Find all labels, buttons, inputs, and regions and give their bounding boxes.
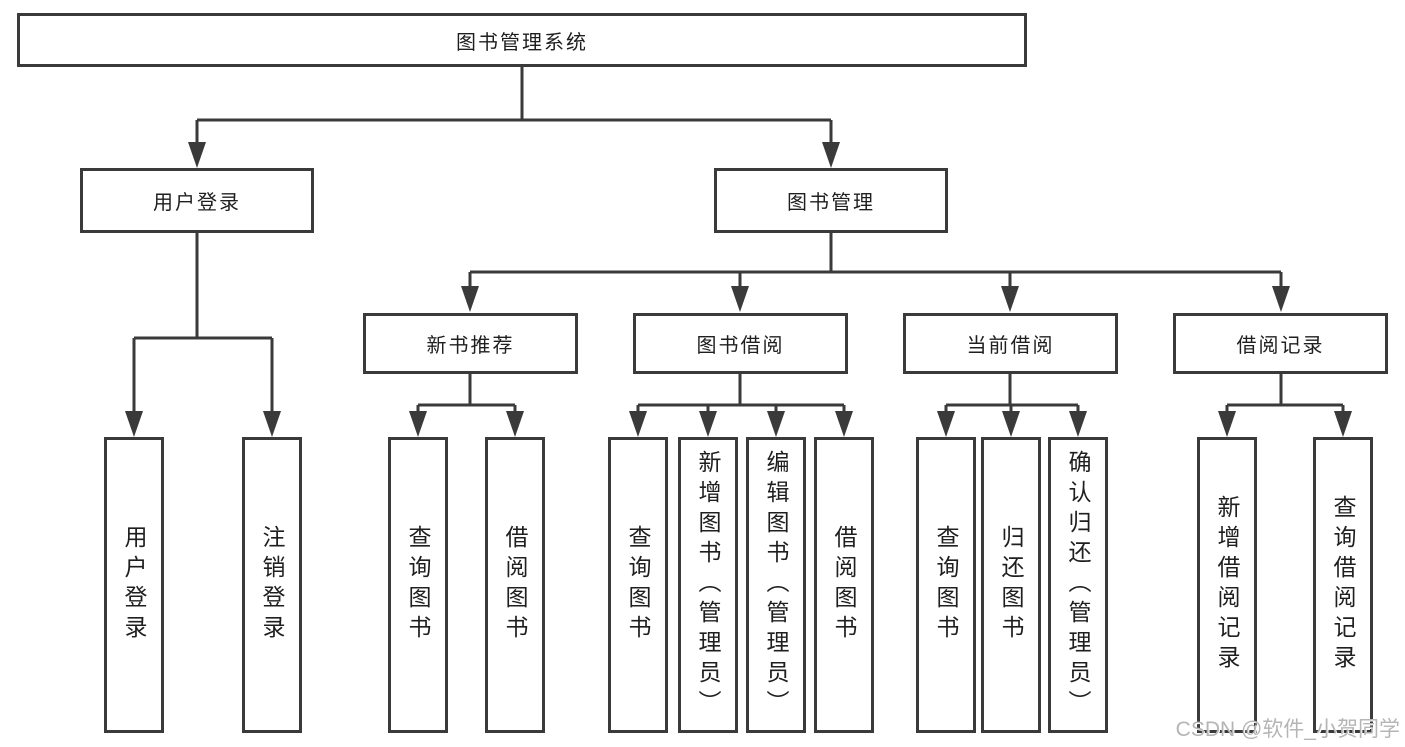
csdn-watermark: CSDN @软件_小贺同学 — [1175, 718, 1400, 741]
leaf-label: 注销登录 — [259, 525, 285, 645]
leaf-query-books-recommend: 查询图书 — [388, 437, 448, 733]
node-label: 借阅记录 — [1236, 335, 1325, 357]
leaf-label: 借阅图书 — [502, 525, 528, 645]
leaf-label: 查询图书 — [625, 525, 651, 645]
leaf-label: 归还图书 — [998, 525, 1024, 645]
leaf-label: 新增图书（管理员） — [695, 450, 721, 720]
node-label: 图书管理系统 — [456, 31, 588, 54]
leaf-label: 确认归还（管理员） — [1065, 450, 1091, 720]
node-new-book-recommend: 新书推荐 — [363, 313, 578, 374]
node-library-management-system: 图书管理系统 — [17, 13, 1027, 67]
leaf-confirm-return-admin: 确认归还（管理员） — [1048, 437, 1108, 733]
leaf-label: 用户登录 — [121, 525, 147, 645]
node-user-login: 用户登录 — [80, 168, 314, 233]
leaf-query-borrow-record: 查询借阅记录 — [1313, 437, 1373, 733]
tree-edges — [132, 67, 1345, 413]
node-label: 用户登录 — [153, 192, 241, 214]
leaf-return-books: 归还图书 — [981, 437, 1041, 733]
leaf-edit-book-admin: 编辑图书（管理员） — [746, 437, 806, 733]
leaf-label: 编辑图书（管理员） — [763, 450, 789, 720]
node-label: 图书管理 — [787, 192, 875, 214]
leaf-label: 查询图书 — [933, 525, 959, 645]
leaf-add-book-admin: 新增图书（管理员） — [678, 437, 738, 733]
arrowheads — [125, 142, 1352, 437]
node-label: 新书推荐 — [426, 335, 515, 357]
node-book-borrowing: 图书借阅 — [633, 313, 848, 374]
node-current-borrowing: 当前借阅 — [903, 313, 1118, 374]
leaf-user-login: 用户登录 — [104, 437, 164, 733]
leaf-label: 新增借阅记录 — [1214, 495, 1240, 675]
node-label: 当前借阅 — [966, 335, 1055, 357]
node-label: 图书借阅 — [696, 335, 785, 357]
leaf-borrow-books-recommend: 借阅图书 — [485, 437, 545, 733]
node-borrowing-records: 借阅记录 — [1173, 313, 1388, 374]
leaf-query-books-borrowing: 查询图书 — [608, 437, 668, 733]
leaf-label: 查询图书 — [405, 525, 431, 645]
leaf-label: 查询借阅记录 — [1330, 495, 1356, 675]
leaf-query-books-current: 查询图书 — [916, 437, 976, 733]
leaf-label: 借阅图书 — [831, 525, 857, 645]
node-book-management: 图书管理 — [714, 168, 948, 233]
leaf-add-borrow-record: 新增借阅记录 — [1197, 437, 1257, 733]
leaf-borrow-books: 借阅图书 — [814, 437, 874, 733]
leaf-logout: 注销登录 — [242, 437, 302, 733]
